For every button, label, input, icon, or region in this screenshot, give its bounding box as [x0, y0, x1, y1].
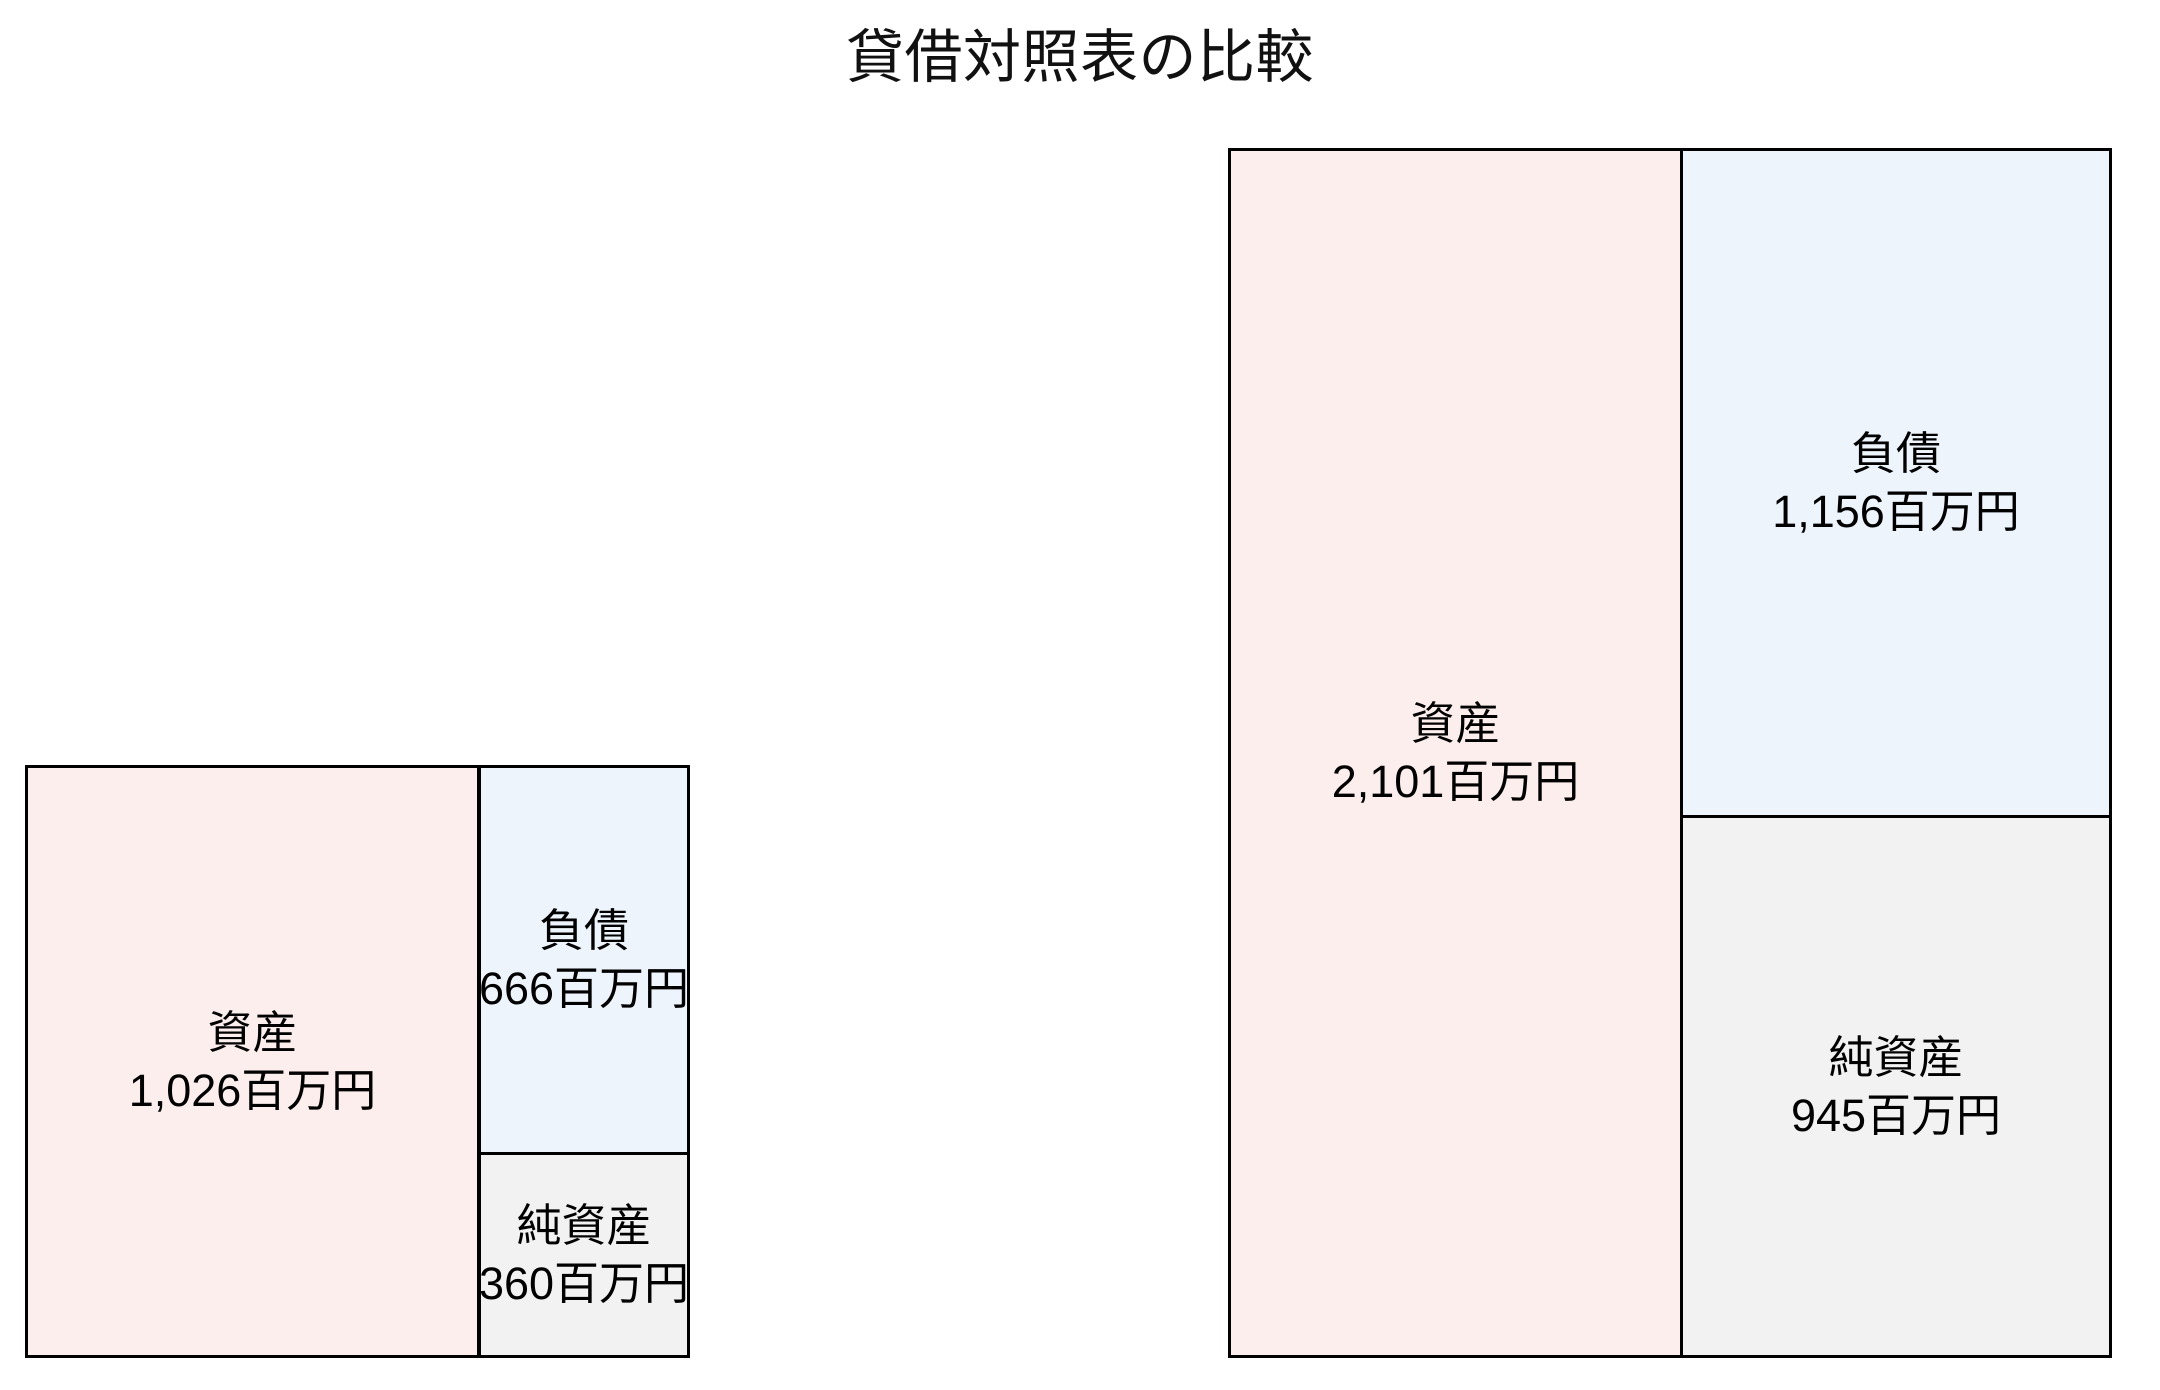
left-liabilities-label-text: 負債 [538, 905, 629, 957]
left-liabilities-label: 負債 666百万円 [478, 902, 690, 1017]
left-assets-amount: 1,026百万円 [128, 1064, 377, 1116]
right-liabilities-box: 負債 1,156百万円 [1680, 148, 2112, 818]
left-assets-label-text: 資産 [207, 1006, 298, 1058]
right-assets-label: 資産 2,101百万円 [1326, 695, 1586, 810]
right-liabilities-label: 負債 1,156百万円 [1766, 425, 2026, 540]
right-liabilities-amount: 1,156百万円 [1772, 486, 2020, 537]
left-assets-label: 資産 1,026百万円 [123, 1004, 383, 1119]
left-net-assets-label-text: 純資産 [516, 1200, 652, 1252]
left-liabilities-amount: 666百万円 [478, 963, 690, 1014]
right-net-assets-amount: 945百万円 [1790, 1089, 2002, 1141]
right-assets-label-text: 資産 [1410, 698, 1501, 750]
left-net-assets-label: 純資産 360百万円 [478, 1197, 690, 1312]
right-net-assets-label: 純資産 945百万円 [1785, 1029, 2007, 1144]
right-net-assets-label-text: 純資産 [1828, 1031, 1964, 1083]
right-assets-box: 資産 2,101百万円 [1228, 148, 1683, 1358]
right-net-assets-box: 純資産 945百万円 [1680, 815, 2112, 1358]
left-assets-box: 資産 1,026百万円 [25, 765, 480, 1358]
left-net-assets-amount: 360百万円 [478, 1258, 690, 1309]
right-assets-amount: 2,101百万円 [1331, 756, 1580, 807]
chart-title: 貸借対照表の比較 [845, 25, 1314, 90]
left-liabilities-box: 負債 666百万円 [478, 765, 690, 1155]
right-liabilities-label-text: 負債 [1850, 428, 1941, 480]
left-net-assets-box: 純資産 360百万円 [478, 1152, 690, 1358]
